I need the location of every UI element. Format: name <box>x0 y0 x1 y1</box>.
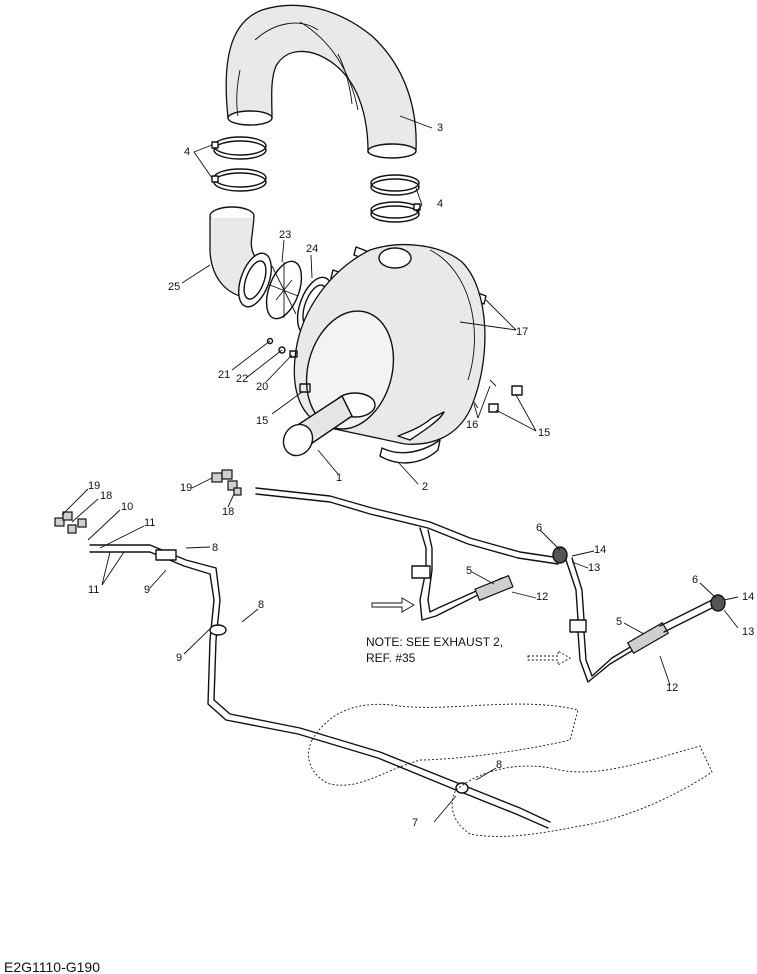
note-arrows <box>371 597 571 666</box>
hardware-21-22-20 <box>266 337 298 358</box>
callout-14-right: 14 <box>742 591 755 603</box>
callout-5-right: 5 <box>616 616 623 628</box>
air-silencer <box>282 243 486 457</box>
callout-10: 10 <box>121 501 134 513</box>
callout-24: 24 <box>306 243 319 255</box>
exhaust-outline <box>308 703 713 837</box>
hose-clamps-left <box>211 136 267 192</box>
callout-11-top: 11 <box>144 517 156 529</box>
callout-7: 7 <box>412 817 419 829</box>
callout-9-top: 9 <box>144 584 151 596</box>
note-line-1: NOTE: SEE EXHAUST 2, <box>366 635 504 649</box>
hardware-15-left <box>299 383 311 393</box>
screen-filter <box>265 260 303 320</box>
callout-21: 21 <box>218 369 231 381</box>
callout-16: 16 <box>466 419 479 431</box>
callout-13-left: 13 <box>588 562 601 574</box>
callout-8-bottom: 8 <box>496 759 503 771</box>
callout-12-left: 12 <box>536 591 549 603</box>
callout-5-left: 5 <box>466 565 473 577</box>
callout-6-right: 6 <box>692 574 699 586</box>
drain-hose-upper <box>255 487 726 683</box>
callout-22: 22 <box>236 373 249 385</box>
hardware-16-15-right <box>473 379 523 413</box>
callout-19-left: 19 <box>88 480 101 492</box>
callout-23: 23 <box>279 229 292 241</box>
callout-4-right: 4 <box>437 198 444 210</box>
callout-3: 3 <box>437 122 444 134</box>
callout-9-bottom: 9 <box>176 652 183 664</box>
drawing-id: E2G1110-G190 <box>4 959 100 974</box>
callout-8-mid: 8 <box>258 599 265 611</box>
callout-18-left: 18 <box>100 490 113 502</box>
elbow-adapter <box>209 206 272 308</box>
callout-15-left: 15 <box>256 415 269 427</box>
intake-hose <box>225 4 417 159</box>
hose-clamps-right <box>370 174 421 223</box>
callout-8-top: 8 <box>212 542 219 554</box>
callout-18-top: 18 <box>222 506 235 518</box>
callout-11-bottom: 11 <box>88 584 100 596</box>
callout-15-right: 15 <box>538 427 551 439</box>
callout-19-top: 19 <box>180 482 193 494</box>
callout-25: 25 <box>168 281 181 293</box>
callout-17: 17 <box>516 326 529 338</box>
callout-1: 1 <box>336 472 343 484</box>
callout-12-right: 12 <box>666 682 679 694</box>
callout-6-left: 6 <box>536 522 543 534</box>
callout-2: 2 <box>422 481 429 493</box>
leader-lines <box>61 115 739 823</box>
callout-20: 20 <box>256 381 269 393</box>
callout-4-left: 4 <box>184 146 191 158</box>
note-line-2: REF. #35 <box>366 651 416 666</box>
callout-13-right: 13 <box>742 626 755 638</box>
fittings-19-18-top <box>211 469 242 496</box>
fittings-19-18-left <box>54 511 87 534</box>
reference-note: NOTE: SEE EXHAUST 2, REF. #35 <box>366 634 503 666</box>
callout-14-left: 14 <box>594 544 607 556</box>
